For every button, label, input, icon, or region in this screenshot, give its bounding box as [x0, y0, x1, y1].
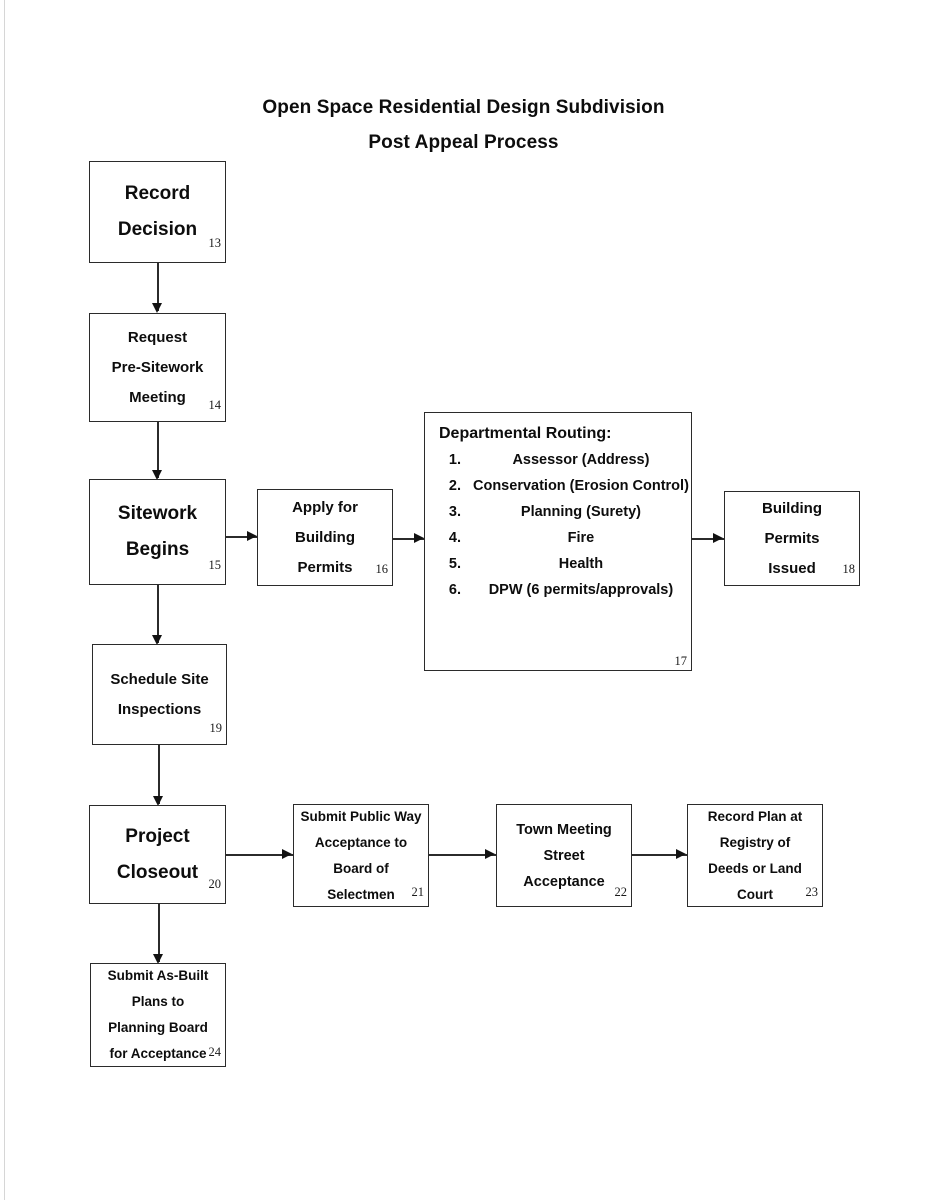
routing-item-planning: Planning (Surety): [465, 504, 689, 520]
node-record-decision-number: 13: [208, 236, 222, 250]
node-submit-public-way-acceptance-line-1: Submit Public Way: [300, 808, 422, 824]
node-request-pre-sitework-meeting[interactable]: Request Pre-Sitework Meeting 14: [89, 313, 226, 422]
node-project-closeout[interactable]: Project Closeout 20: [89, 805, 226, 904]
node-submit-as-built-plans[interactable]: Submit As-Built Plans to Planning Board …: [90, 963, 226, 1067]
node-record-plan-registry-line-2: Registry of: [719, 834, 791, 850]
node-building-permits-issued[interactable]: Building Permits Issued 18: [724, 491, 860, 586]
node-record-decision[interactable]: Record Decision 13: [89, 161, 226, 263]
arrowhead-15-to-19: [152, 635, 162, 645]
node-record-plan-registry-line-1: Record Plan at: [707, 808, 803, 824]
arrowhead-17-to-18: [713, 533, 723, 543]
node-submit-public-way-acceptance-line-4: Selectmen: [327, 886, 395, 902]
connector-20-to-24: [158, 904, 160, 962]
node-schedule-site-inspections-number: 19: [209, 721, 223, 735]
node-town-meeting-street-acceptance-line-1: Town Meeting: [516, 821, 612, 838]
routing-item-conservation: Conservation (Erosion Control): [465, 478, 689, 494]
node-town-meeting-street-acceptance-number: 22: [614, 885, 628, 899]
node-town-meeting-street-acceptance-line-3: Acceptance: [523, 873, 605, 890]
page-edge-line: [4, 0, 5, 1200]
node-apply-for-building-permits-number: 16: [375, 562, 389, 576]
connector-14-to-15: [157, 422, 159, 478]
node-apply-for-building-permits[interactable]: Apply for Building Permits 16: [257, 489, 393, 586]
node-submit-as-built-plans-line-3: Planning Board: [108, 1020, 208, 1035]
node-apply-for-building-permits-line-2: Building: [295, 528, 355, 546]
node-sitework-begins-line-1: Sitework: [117, 503, 198, 524]
arrowhead-13-to-14: [152, 303, 162, 313]
connector-13-to-14: [157, 263, 159, 311]
node-town-meeting-street-acceptance[interactable]: Town Meeting Street Acceptance 22: [496, 804, 632, 907]
node-schedule-site-inspections-line-1: Schedule Site: [110, 670, 209, 688]
routing-item-fire: Fire: [465, 530, 689, 546]
node-request-pre-sitework-meeting-number: 14: [208, 398, 222, 412]
node-submit-as-built-plans-line-1: Submit As-Built: [107, 968, 209, 983]
node-submit-public-way-acceptance-line-3: Board of: [333, 860, 389, 876]
node-departmental-routing-number: 17: [674, 654, 688, 668]
connector-19-to-20: [158, 745, 160, 804]
connector-21-to-22: [429, 854, 496, 856]
arrowhead-20-to-21: [282, 849, 292, 859]
node-submit-as-built-plans-line-4: for Acceptance: [109, 1046, 207, 1061]
node-project-closeout-number: 20: [208, 877, 222, 891]
node-request-pre-sitework-meeting-line-2: Pre-Sitework: [111, 358, 204, 376]
departmental-routing-list: Assessor (Address) Conservation (Erosion…: [439, 452, 689, 598]
node-building-permits-issued-line-2: Permits: [764, 529, 820, 547]
arrowhead-22-to-23: [676, 849, 686, 859]
node-project-closeout-line-2: Closeout: [116, 861, 199, 883]
node-sitework-begins[interactable]: Sitework Begins 15: [89, 479, 226, 585]
node-record-plan-registry-line-3: Deeds or Land: [708, 860, 802, 876]
connector-22-to-23: [632, 854, 687, 856]
node-project-closeout-line-1: Project: [125, 825, 190, 847]
node-submit-as-built-plans-number: 24: [208, 1045, 222, 1059]
node-apply-for-building-permits-line-3: Permits: [297, 558, 353, 576]
page-title-line-2: Post Appeal Process: [368, 132, 559, 153]
node-submit-as-built-plans-line-2: Plans to: [131, 994, 185, 1009]
page-title-line-1: Open Space Residential Design Subdivisio…: [262, 97, 665, 118]
node-request-pre-sitework-meeting-line-1: Request: [127, 328, 188, 346]
node-apply-for-building-permits-line-1: Apply for: [292, 498, 358, 516]
node-sitework-begins-line-2: Begins: [125, 539, 190, 560]
node-building-permits-issued-number: 18: [842, 562, 856, 576]
node-record-plan-registry-number: 23: [805, 885, 819, 899]
node-schedule-site-inspections-line-2: Inspections: [117, 700, 202, 718]
arrowhead-14-to-15: [152, 470, 162, 480]
connector-15-to-19: [157, 585, 159, 643]
arrowhead-15-to-16: [247, 531, 257, 541]
node-submit-public-way-acceptance[interactable]: Submit Public Way Acceptance to Board of…: [293, 804, 429, 907]
node-submit-public-way-acceptance-line-2: Acceptance to: [314, 834, 408, 850]
node-schedule-site-inspections[interactable]: Schedule Site Inspections 19: [92, 644, 227, 745]
node-record-decision-line-1: Record: [124, 183, 191, 204]
routing-item-health: Health: [465, 556, 689, 572]
node-sitework-begins-number: 15: [208, 558, 222, 572]
arrowhead-20-to-24: [153, 954, 163, 964]
routing-item-dpw: DPW (6 permits/approvals): [465, 582, 689, 598]
connector-20-to-21: [226, 854, 293, 856]
connector-16-to-17: [393, 538, 425, 540]
arrowhead-21-to-22: [485, 849, 495, 859]
node-record-decision-line-2: Decision: [117, 219, 198, 240]
routing-item-assessor: Assessor (Address): [465, 452, 689, 468]
node-departmental-routing-heading: Departmental Routing:: [439, 425, 612, 442]
node-submit-public-way-acceptance-number: 21: [411, 885, 425, 899]
node-building-permits-issued-line-1: Building: [762, 499, 822, 517]
node-building-permits-issued-line-3: Issued: [768, 559, 816, 577]
node-record-plan-registry[interactable]: Record Plan at Registry of Deeds or Land…: [687, 804, 823, 907]
connector-17-to-18: [692, 538, 725, 540]
node-departmental-routing[interactable]: Departmental Routing: Assessor (Address)…: [424, 412, 692, 671]
node-record-plan-registry-line-4: Court: [737, 886, 773, 902]
arrowhead-19-to-20: [153, 796, 163, 806]
arrowhead-16-to-17: [414, 533, 424, 543]
connector-15-to-16: [226, 536, 258, 538]
node-request-pre-sitework-meeting-line-3: Meeting: [129, 388, 186, 406]
node-town-meeting-street-acceptance-line-2: Street: [543, 847, 585, 864]
